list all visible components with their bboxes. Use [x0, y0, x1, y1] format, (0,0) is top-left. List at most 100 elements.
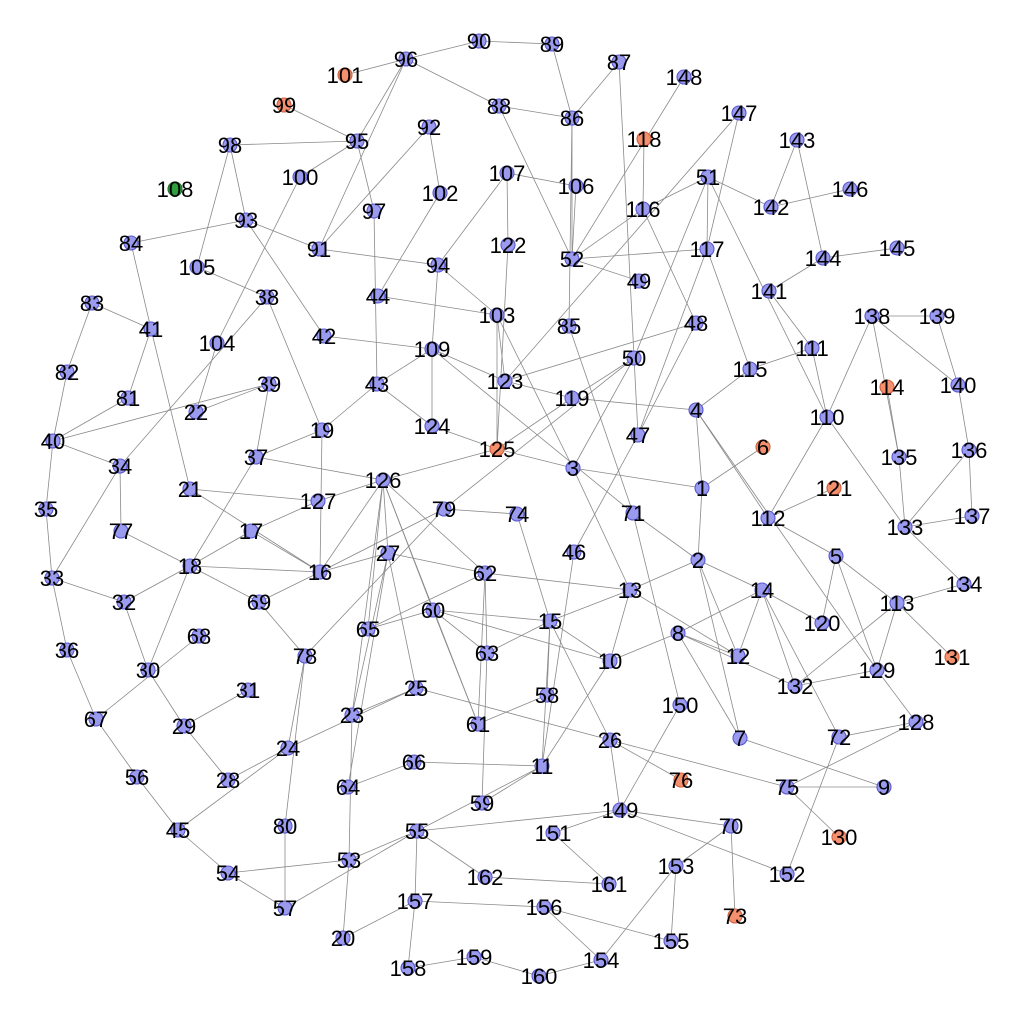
node-102[interactable] [432, 185, 448, 201]
node-94[interactable] [430, 257, 446, 273]
node-105[interactable] [189, 259, 205, 275]
node-8[interactable] [670, 625, 686, 641]
node-101[interactable] [337, 67, 353, 83]
node-97[interactable] [366, 203, 382, 219]
node-50[interactable] [626, 350, 642, 366]
node-83[interactable] [84, 295, 100, 311]
node-100[interactable] [292, 169, 308, 185]
node-65[interactable] [360, 621, 376, 637]
node-43[interactable] [369, 376, 385, 392]
node-137[interactable] [964, 508, 980, 524]
node-92[interactable] [421, 119, 437, 135]
node-128[interactable] [908, 714, 924, 730]
node-5[interactable] [828, 548, 844, 564]
node-161[interactable] [601, 876, 617, 892]
node-30[interactable] [140, 662, 156, 678]
node-132[interactable] [787, 678, 803, 694]
node-145[interactable] [889, 240, 905, 256]
node-16[interactable] [312, 564, 328, 580]
node-152[interactable] [779, 866, 795, 882]
node-24[interactable] [280, 740, 296, 756]
node-57[interactable] [277, 900, 293, 916]
node-126[interactable] [375, 472, 391, 488]
node-32[interactable] [116, 594, 132, 610]
node-78[interactable] [297, 648, 313, 664]
node-89[interactable] [544, 36, 560, 52]
node-17[interactable] [243, 523, 259, 539]
node-120[interactable] [814, 615, 830, 631]
node-160[interactable] [531, 968, 547, 984]
node-14[interactable] [754, 582, 770, 598]
node-156[interactable] [536, 899, 552, 915]
node-109[interactable] [424, 341, 440, 357]
node-135[interactable] [891, 449, 907, 465]
node-96[interactable] [398, 51, 414, 67]
node-112[interactable] [760, 510, 776, 526]
node-93[interactable] [238, 212, 254, 228]
node-41[interactable] [143, 321, 159, 337]
node-60[interactable] [425, 602, 441, 618]
node-54[interactable] [220, 865, 236, 881]
node-3[interactable] [565, 460, 581, 476]
node-11[interactable] [534, 758, 550, 774]
node-157[interactable] [407, 893, 423, 909]
node-67[interactable] [88, 711, 104, 727]
node-58[interactable] [539, 687, 555, 703]
node-84[interactable] [123, 235, 139, 251]
node-4[interactable] [688, 402, 704, 418]
node-87[interactable] [611, 54, 627, 70]
node-51[interactable] [700, 169, 716, 185]
node-153[interactable] [668, 858, 684, 874]
node-45[interactable] [170, 822, 186, 838]
node-82[interactable] [59, 364, 75, 380]
node-95[interactable] [349, 133, 365, 149]
node-68[interactable] [191, 628, 207, 644]
node-18[interactable] [182, 558, 198, 574]
node-125[interactable] [489, 441, 505, 457]
node-12[interactable] [730, 648, 746, 664]
node-107[interactable] [499, 165, 515, 181]
node-155[interactable] [663, 933, 679, 949]
node-148[interactable] [676, 69, 692, 85]
node-47[interactable] [630, 427, 646, 443]
node-33[interactable] [44, 570, 60, 586]
node-48[interactable] [688, 315, 704, 331]
node-44[interactable] [370, 288, 386, 304]
node-99[interactable] [276, 97, 292, 113]
node-52[interactable] [564, 251, 580, 267]
node-159[interactable] [466, 949, 482, 965]
node-1[interactable] [694, 480, 710, 496]
node-108[interactable] [167, 181, 183, 197]
node-85[interactable] [561, 318, 577, 334]
node-117[interactable] [699, 241, 715, 257]
node-98[interactable] [222, 137, 238, 153]
node-7[interactable] [732, 730, 748, 746]
node-62[interactable] [477, 565, 493, 581]
node-29[interactable] [176, 718, 192, 734]
node-77[interactable] [113, 523, 129, 539]
node-134[interactable] [956, 576, 972, 592]
node-36[interactable] [59, 642, 75, 658]
node-74[interactable] [509, 506, 525, 522]
node-79[interactable] [436, 501, 452, 517]
node-23[interactable] [344, 707, 360, 723]
node-162[interactable] [477, 869, 493, 885]
node-73[interactable] [727, 908, 743, 924]
node-119[interactable] [564, 390, 580, 406]
node-70[interactable] [723, 818, 739, 834]
node-59[interactable] [474, 795, 490, 811]
node-146[interactable] [842, 181, 858, 197]
node-21[interactable] [182, 481, 198, 497]
node-139[interactable] [929, 308, 945, 324]
node-127[interactable] [310, 493, 326, 509]
node-122[interactable] [500, 237, 516, 253]
node-28[interactable] [220, 772, 236, 788]
node-86[interactable] [564, 110, 580, 126]
node-46[interactable] [566, 544, 582, 560]
node-141[interactable] [761, 283, 777, 299]
node-154[interactable] [593, 952, 609, 968]
node-142[interactable] [763, 199, 779, 215]
node-2[interactable] [690, 552, 706, 568]
node-37[interactable] [248, 449, 264, 465]
node-136[interactable] [961, 442, 977, 458]
